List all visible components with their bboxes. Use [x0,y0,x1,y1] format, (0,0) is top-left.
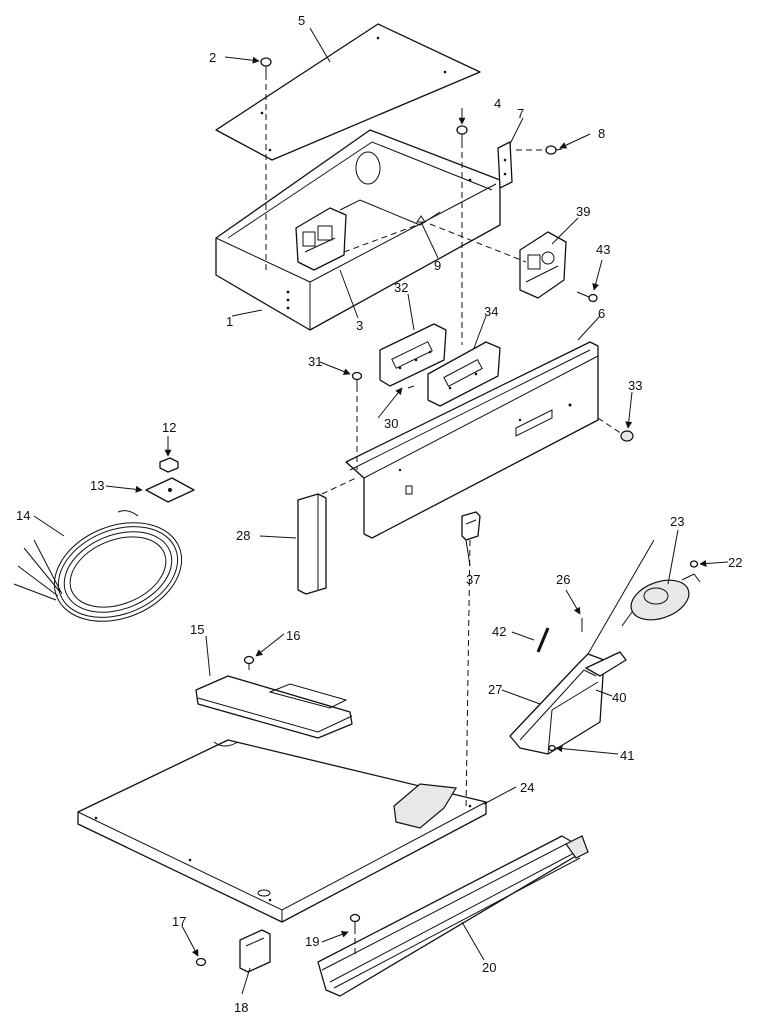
callout-13: 13 [90,478,104,493]
base-plate [77,739,487,923]
callout-20: 20 [482,960,496,975]
callout-32: 32 [394,280,408,295]
end-cap [297,493,327,595]
callout-2: 2 [209,50,216,65]
screw-4 [456,125,468,142]
callout-39: 39 [576,204,590,219]
knob-33 [620,430,634,442]
screw-31 [351,371,363,386]
callout-43: 43 [596,242,610,257]
callout-15: 15 [190,622,204,637]
callout-7: 7 [517,106,524,121]
screw-16 [243,655,255,670]
screw-19 [349,913,361,928]
callout-22: 22 [728,555,742,570]
thermostat-23 [621,573,701,627]
callout-31: 31 [308,354,322,369]
alignment-lines [265,74,623,955]
power-cord [13,510,183,622]
callout-37: 37 [466,572,480,587]
callout-28: 28 [236,528,250,543]
screw-41 [548,744,556,752]
clip-18 [239,929,271,973]
callout-9: 9 [434,258,441,273]
switch-37 [461,511,481,541]
callout-41: 41 [620,748,634,763]
front-rail [317,835,589,997]
callout-40: 40 [612,690,626,705]
callout-12: 12 [162,420,176,435]
side-bracket [497,141,513,189]
cover-plate-13 [145,477,195,503]
callout-3: 3 [356,318,363,333]
top-cover-panel [215,23,481,161]
callout-14: 14 [16,508,30,523]
callout-19: 19 [305,934,319,949]
control-panel [345,341,599,539]
callout-18: 18 [234,1000,248,1015]
callout-1: 1 [226,314,233,329]
hinge-bracket [509,539,655,755]
callout-27: 27 [488,682,502,697]
fastener-9 [416,215,426,223]
callout-33: 33 [628,378,642,393]
screw-2 [260,57,272,74]
callout-16: 16 [286,628,300,643]
callout-6: 6 [598,306,605,321]
switch-bracket [427,341,501,407]
callout-4: 4 [494,96,501,111]
switch-left [295,207,347,271]
callout-30: 30 [384,416,398,431]
terminal-block-12 [159,457,179,473]
callout-34: 34 [484,304,498,319]
timer-module [519,231,567,299]
callout-42: 42 [492,624,506,639]
callout-26: 26 [556,572,570,587]
leader-lines [33,27,729,995]
clip-30 [407,385,415,389]
callout-17: 17 [172,914,186,929]
bottom-bracket [195,675,353,739]
housing-box [215,129,501,331]
control-board [379,323,447,387]
screw-8 [545,145,563,155]
callout-5: 5 [298,13,305,28]
screw-22 [689,560,699,568]
callout-23: 23 [670,514,684,529]
pin-42 [536,627,550,653]
callout-24: 24 [520,780,534,795]
screw-17 [195,957,207,967]
callout-8: 8 [598,126,605,141]
screw-43 [576,291,598,303]
